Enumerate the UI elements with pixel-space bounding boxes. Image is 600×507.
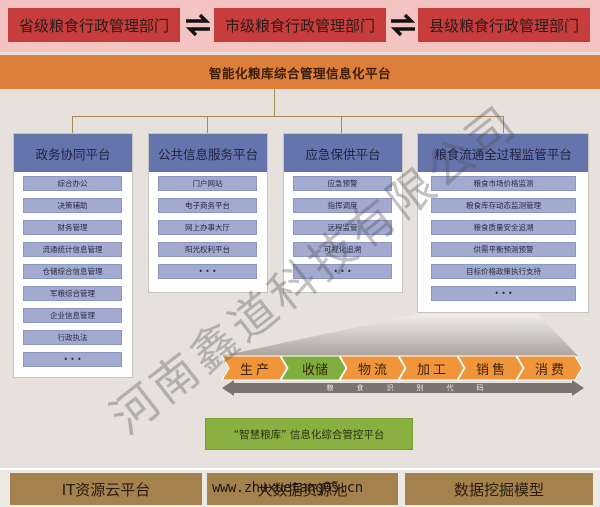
connector-line (72, 116, 504, 117)
stage-processing: 加工 (416, 362, 449, 378)
more-items: • • • (158, 264, 257, 279)
list-item: 应急预警 (293, 176, 392, 191)
column-title: 应急保供平台 (284, 134, 402, 172)
county-department: 县级粮食行政管理部门 (418, 8, 590, 42)
list-item: 粮食质量安全追溯 (431, 220, 576, 235)
code-char: 码 (476, 384, 484, 392)
connector-line (503, 116, 504, 133)
code-char: 食 (356, 384, 364, 392)
column-title: 粮食流通全过程监管平台 (418, 134, 588, 172)
connector-line (72, 116, 73, 133)
list-item: 门户网站 (158, 176, 257, 191)
code-char: 识 (386, 384, 394, 392)
column-government-collaboration: 政务协同平台 综合办公 决策辅助 财务管理 流通统计信息管理 仓储综合信息管理 … (13, 133, 133, 378)
more-items: • • • (23, 352, 122, 367)
list-item: 阳光权利平台 (158, 242, 257, 257)
more-items: • • • (431, 286, 576, 301)
municipal-department: 市级粮食行政管理部门 (214, 8, 386, 42)
stage-production: 生产 (239, 362, 272, 378)
connector-line (274, 89, 275, 117)
list-item: 远程监管 (293, 220, 392, 235)
list-item: 决策辅助 (23, 198, 122, 213)
code-char: 代 (446, 384, 454, 392)
stage-storage: 收储 (301, 362, 328, 378)
main-platform-bar: 智能化粮库综合管理信息化平台 (0, 55, 600, 89)
list-item: 粮食库存动态监测管理 (431, 198, 576, 213)
code-char: 别 (416, 384, 424, 392)
stage-sales: 销售 (475, 362, 508, 378)
column-title: 政务协同平台 (14, 134, 132, 172)
list-item: 流通统计信息管理 (23, 242, 122, 257)
code-char: 粮 (326, 384, 334, 392)
grain-code-double-arrow (222, 380, 584, 396)
list-item: 行政执法 (23, 330, 122, 345)
more-items: • • • (293, 264, 392, 279)
list-item: 网上办事大厅 (158, 220, 257, 235)
provincial-department: 省级粮食行政管理部门 (8, 8, 180, 42)
stage-consumption: 消费 (534, 362, 567, 378)
big-data-pool: 大数据资源池 (207, 473, 398, 505)
smart-depot-platform: “智慧粮库” 信息化综合管控平台 (205, 418, 413, 450)
list-item: 仓储综合信息管理 (23, 264, 122, 279)
data-mining-model: 数据挖掘模型 (405, 473, 593, 505)
grain-identification-code-label: 粮 食 识 别 代 码 (240, 381, 570, 395)
url-watermark: www.zhuxuetang05.cn (212, 480, 363, 496)
stage-logistics: 物流 (357, 362, 390, 378)
list-item: 军粮综合管理 (23, 286, 122, 301)
bidirectional-arrows-icon (390, 13, 416, 37)
connector-line (207, 116, 208, 133)
it-cloud-platform: IT资源云平台 (10, 473, 202, 505)
list-item: 综合办公 (23, 176, 122, 191)
list-item: 电子商务平台 (158, 198, 257, 213)
list-item: 目标价格政策执行支持 (431, 264, 576, 279)
list-item: 供需平衡预测预警 (431, 242, 576, 257)
column-public-info-service: 公共信息服务平台 门户网站 电子商务平台 网上办事大厅 阳光权利平台 • • • (148, 133, 268, 293)
list-item: 指挥调度 (293, 198, 392, 213)
column-title: 公共信息服务平台 (149, 134, 267, 172)
bidirectional-arrows-icon (185, 13, 211, 37)
list-item: 可视化追溯 (293, 242, 392, 257)
connector-line (341, 116, 342, 133)
list-item: 粮食市场价格监测 (431, 176, 576, 191)
list-item: 财务管理 (23, 220, 122, 235)
column-emergency-supply: 应急保供平台 应急预警 指挥调度 远程监管 可视化追溯 • • • (283, 133, 403, 293)
column-grain-circulation-supervision: 粮食流通全过程监管平台 粮食市场价格监测 粮食库存动态监测管理 粮食质量安全追溯… (417, 133, 589, 313)
list-item: 企业信息管理 (23, 308, 122, 323)
